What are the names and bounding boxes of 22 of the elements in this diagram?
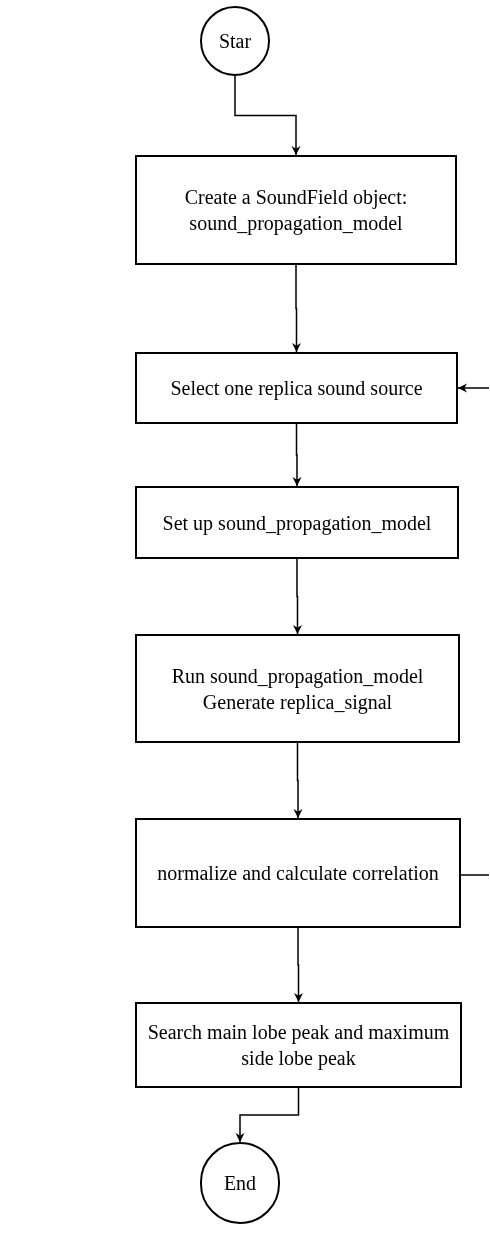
process-box xyxy=(135,486,459,559)
step-text: Select one replica sound source xyxy=(169,376,424,401)
step-text: Set up sound_propagation_model xyxy=(161,510,433,536)
step-text: normalize and calculate correlation xyxy=(156,861,440,886)
arrow xyxy=(293,742,303,819)
process-box xyxy=(135,634,460,743)
process-box xyxy=(135,1002,462,1088)
arrow xyxy=(293,558,302,635)
step-text: Create a SoundField object: sound_propagation_model xyxy=(183,185,409,236)
process-box xyxy=(135,155,457,265)
step-text: Search main lobe peak and maximum side lobe peak xyxy=(146,1020,451,1071)
process-box xyxy=(135,818,461,928)
arrow xyxy=(457,383,490,393)
arrow xyxy=(235,1087,300,1143)
arrow xyxy=(292,423,302,487)
step-text: Run sound_propagation_model Generate replica_signal xyxy=(170,663,425,715)
arrow xyxy=(294,927,303,1003)
arrow xyxy=(234,75,301,156)
step-text: End xyxy=(222,1171,258,1196)
step-text: Star xyxy=(217,29,253,54)
arrow xyxy=(292,264,301,353)
process-box xyxy=(135,352,458,424)
